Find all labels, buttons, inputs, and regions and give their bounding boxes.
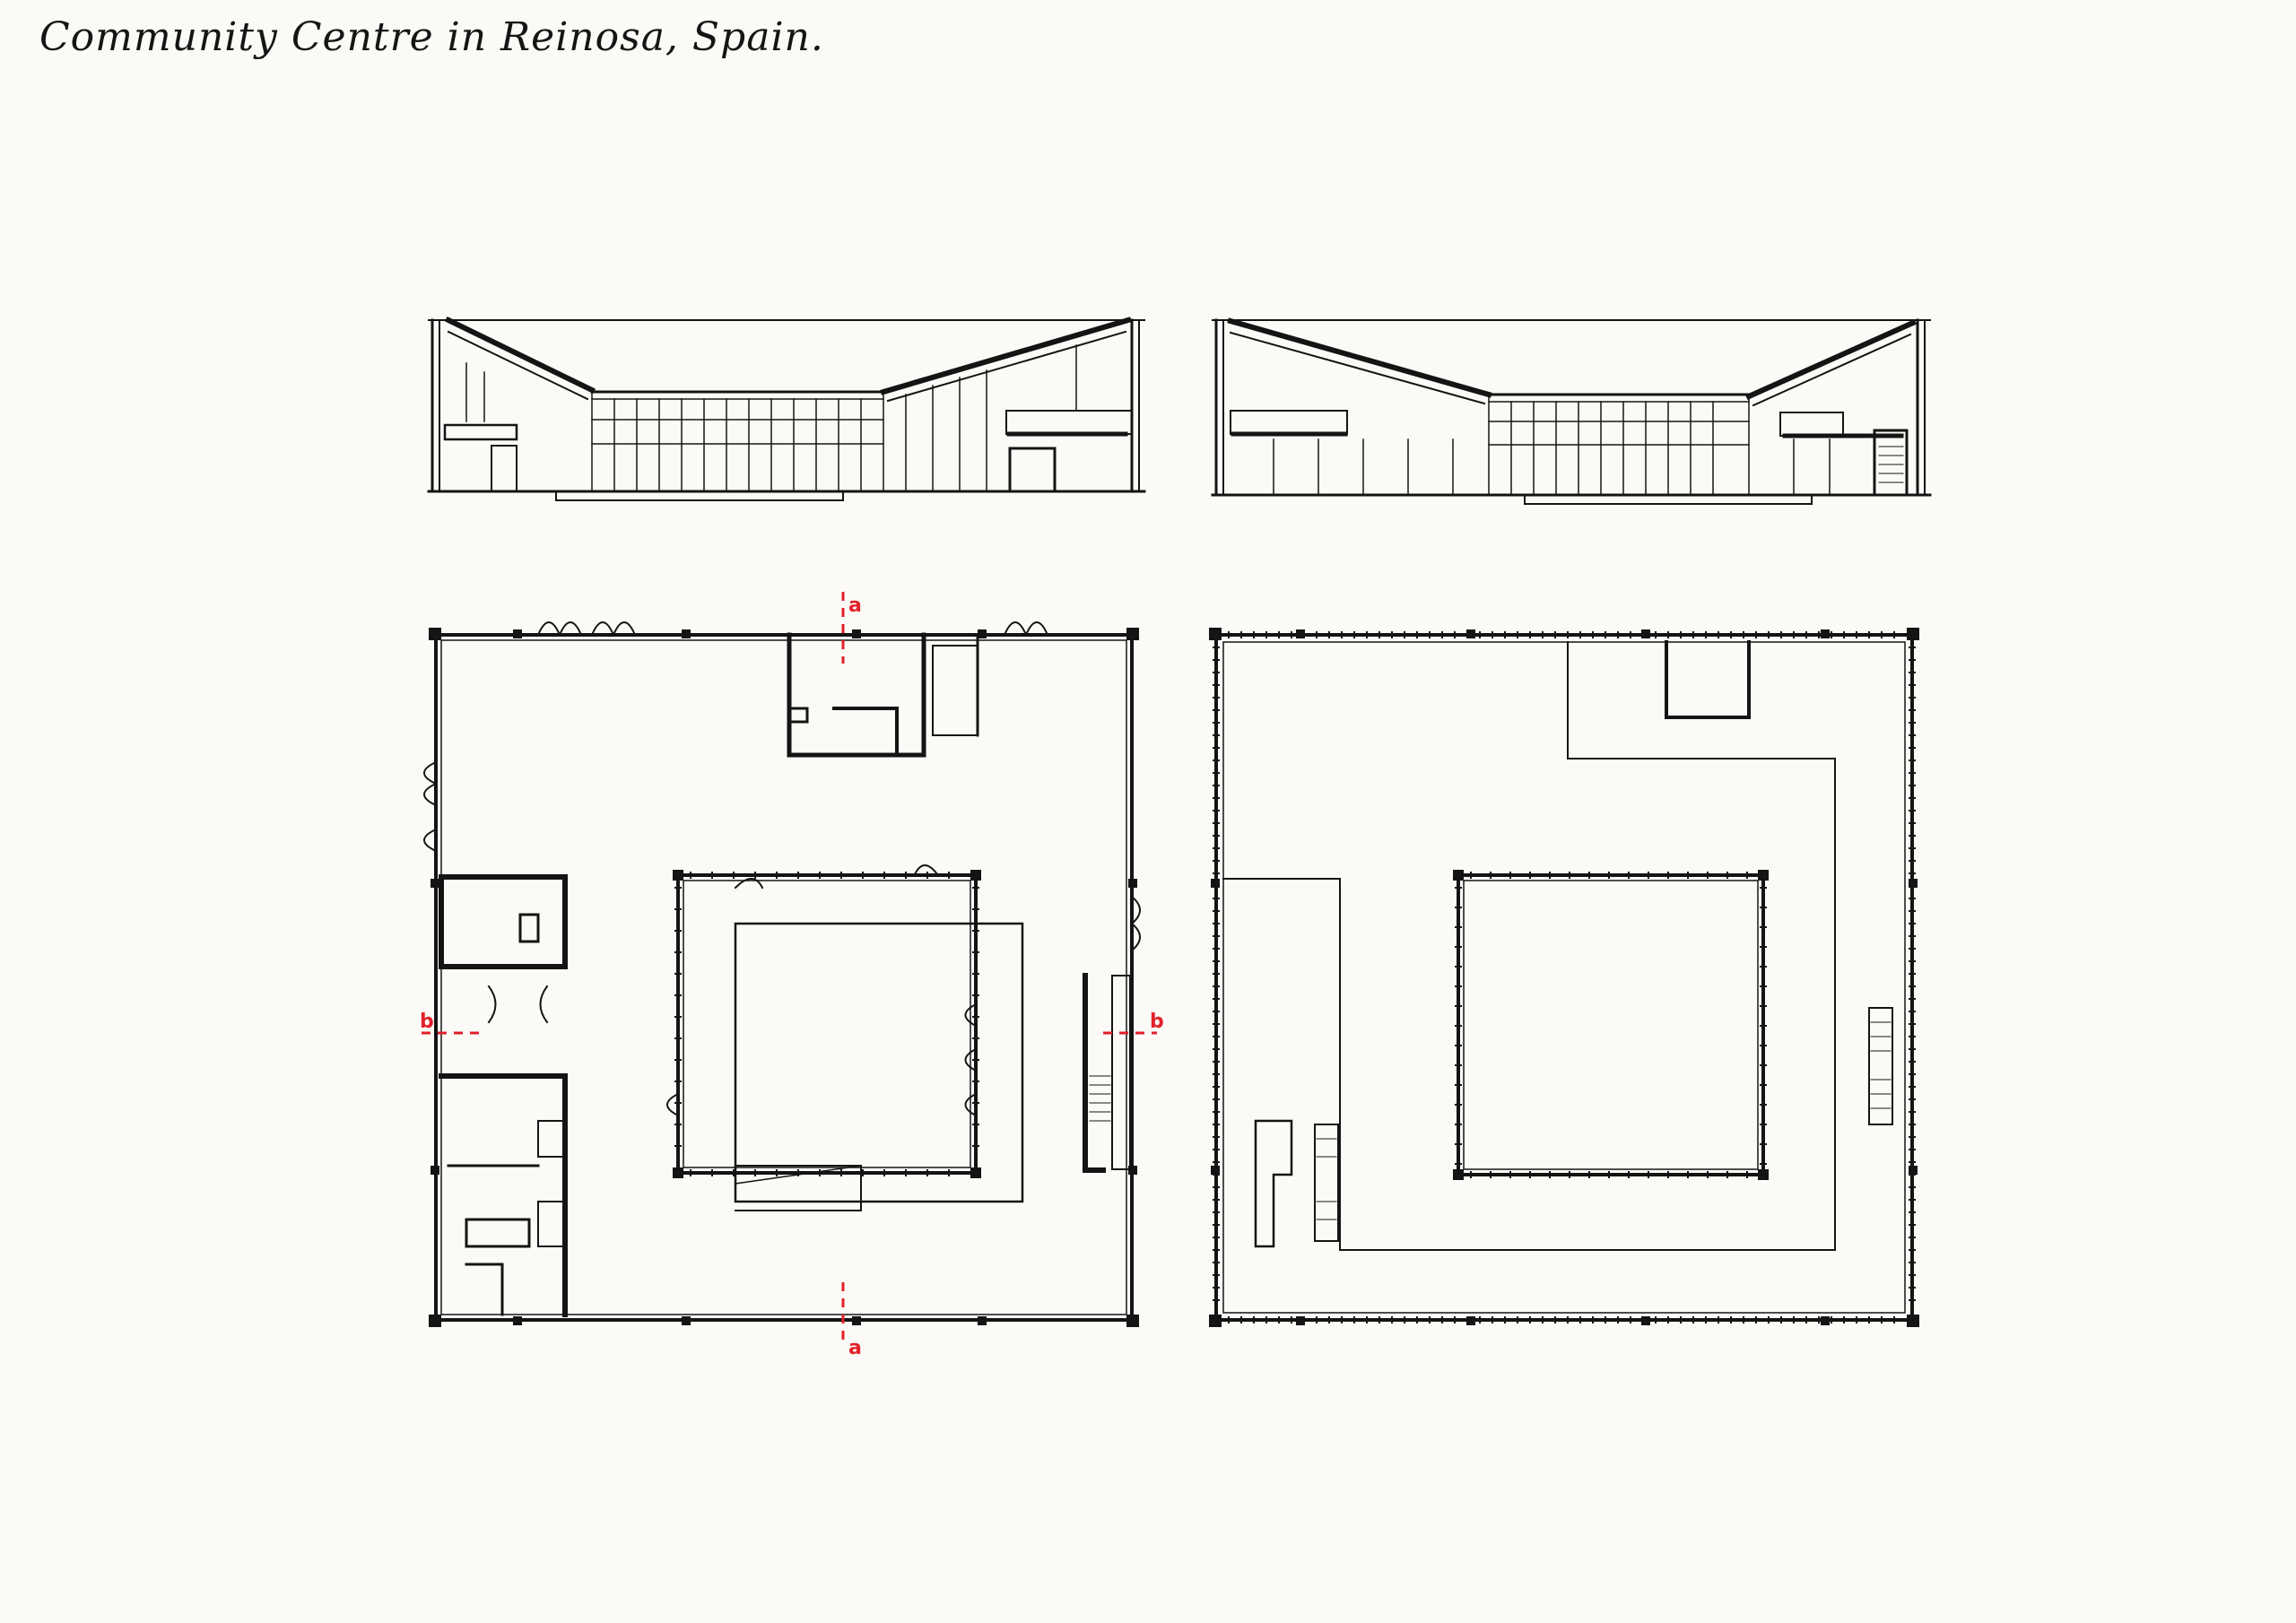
ground-floor-plan — [423, 621, 1141, 1327]
section-markers — [422, 592, 1157, 1345]
section-marker-b-right: b — [1150, 1011, 1164, 1033]
upper-floor-plan — [1209, 628, 1919, 1327]
section-marker-b-left: b — [420, 1011, 434, 1033]
section-marker-a-top: a — [848, 595, 862, 617]
page-title: Community Centre in Reinosa, Spain. — [39, 14, 824, 60]
section-a-drawing — [427, 316, 1146, 501]
section-b-drawing — [1211, 317, 1932, 505]
section-marker-a-bottom: a — [848, 1337, 862, 1359]
